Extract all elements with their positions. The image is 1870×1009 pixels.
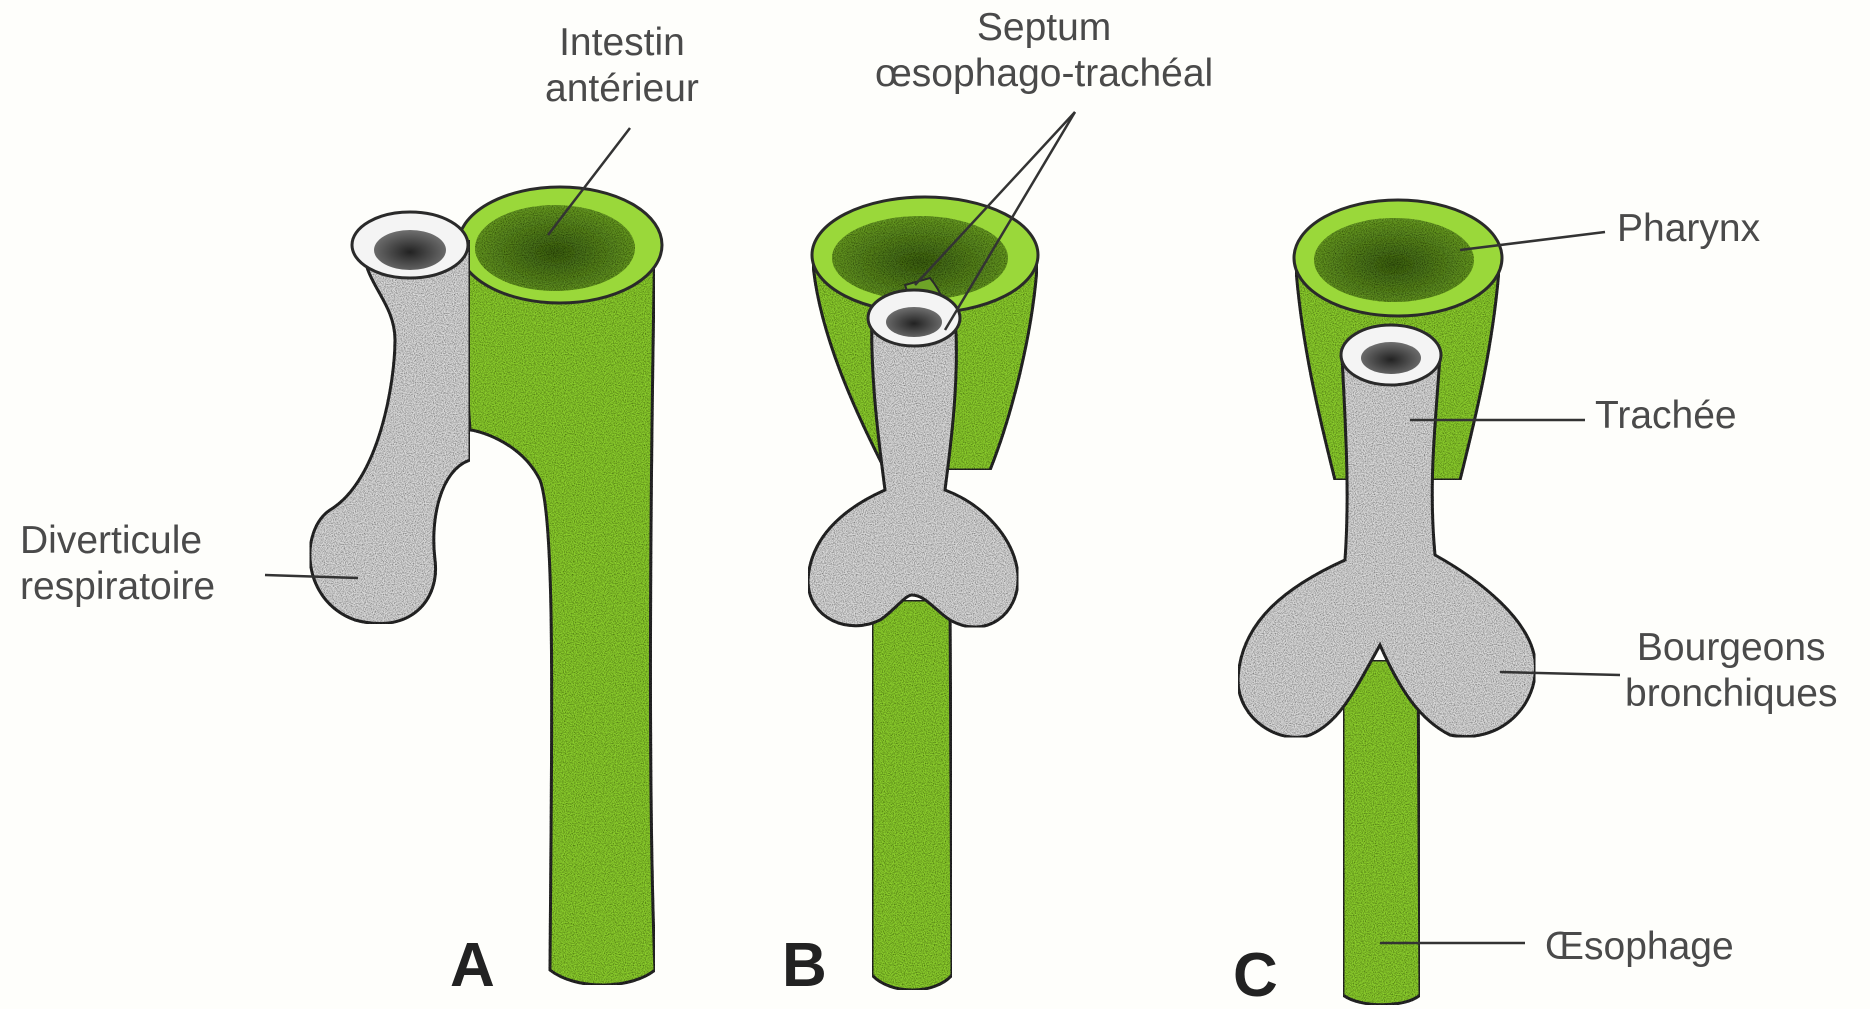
panel-a-diverticulum-lumen — [374, 230, 446, 270]
label-septum-line2: œsophago-trachéal — [875, 51, 1213, 97]
panel-letter-c: C — [1233, 945, 1278, 1007]
label-bourgeons-line2: bronchiques — [1625, 671, 1837, 717]
panel-a-drawing — [265, 128, 662, 985]
panel-c-trachea-lumen — [1361, 342, 1421, 374]
label-oesophage: Œsophage — [1545, 924, 1734, 970]
panel-b-drawing — [808, 112, 1075, 990]
panel-letter-b: B — [782, 935, 827, 997]
panel-c-drawing — [1238, 200, 1620, 1005]
label-diverticule-respiratoire: Diverticule respiratoire — [20, 518, 215, 610]
panel-letter-a: A — [450, 935, 495, 997]
label-septum: Septum œsophago-trachéal — [875, 5, 1213, 97]
label-septum-line1: Septum — [875, 5, 1213, 51]
panel-b-esophagus — [872, 600, 952, 990]
label-diverticule-line1: Diverticule — [20, 518, 215, 564]
label-diverticule-line2: respiratoire — [20, 564, 215, 610]
label-intestin-anterieur: Intestin antérieur — [545, 20, 699, 112]
panel-a-diverticulum — [310, 240, 470, 624]
panel-b-trachea-lumen — [886, 307, 942, 337]
label-bourgeons-bronchiques: Bourgeons bronchiques — [1625, 625, 1837, 717]
label-trachee: Trachée — [1595, 393, 1737, 439]
panel-a-foregut-tube — [464, 225, 655, 985]
label-intestin-line2: antérieur — [545, 66, 699, 112]
panel-c-pharynx-lumen — [1314, 218, 1474, 302]
panel-a-foregut-lumen — [475, 205, 635, 291]
label-pharynx: Pharynx — [1617, 206, 1760, 252]
label-intestin-line1: Intestin — [545, 20, 699, 66]
label-bourgeons-line1: Bourgeons — [1625, 625, 1837, 671]
panel-c-esophagus — [1343, 660, 1420, 1005]
